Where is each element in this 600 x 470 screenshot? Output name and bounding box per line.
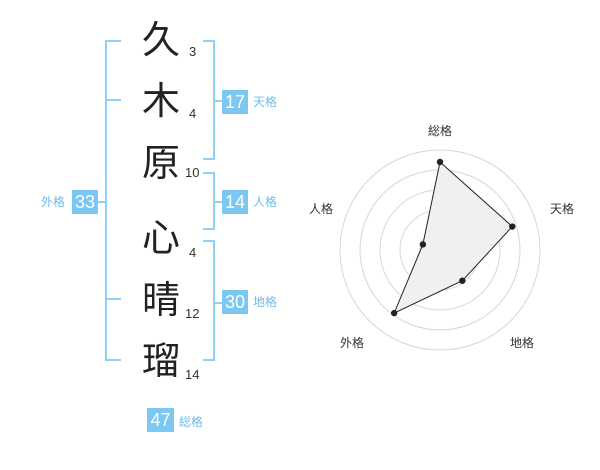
gaikaku-label: 外格 — [41, 195, 66, 209]
gaikaku-badge: 33 — [72, 190, 98, 214]
radar-axis-label-gaikaku: 外格 — [340, 336, 365, 350]
radar-axis-label-soukaku: 総格 — [428, 124, 453, 138]
jinkaku-badge: 14 — [222, 190, 248, 214]
jinkaku-label: 人格 — [253, 195, 278, 209]
tenkaku-badge: 17 — [222, 90, 248, 114]
chikaku-label: 地格 — [253, 295, 278, 309]
stroke-count-2: 4 — [189, 106, 197, 121]
name-char-2: 木 — [141, 79, 180, 123]
stroke-count-1: 3 — [189, 44, 197, 59]
stroke-count-4: 4 — [189, 245, 197, 260]
gaikaku-bracket — [105, 40, 107, 360]
radar-point-4 — [419, 241, 427, 248]
radar-point-0 — [436, 158, 444, 166]
stroke-count-5: 12 — [185, 306, 200, 321]
radar-point-2 — [459, 277, 466, 284]
chikaku-bracket — [213, 240, 215, 361]
name-char-1: 久 — [141, 18, 180, 62]
stroke-count-6: 14 — [185, 367, 200, 382]
soukaku-label: 総格 — [179, 415, 204, 429]
radar-point-3 — [390, 309, 398, 317]
radar-axis-label-jinkaku: 人格 — [309, 202, 334, 216]
radar-point-1 — [509, 223, 516, 230]
name-char-4: 心 — [141, 216, 180, 260]
name-char-3: 原 — [141, 141, 180, 185]
soukaku-badge: 47 — [147, 408, 174, 432]
radar-series-polygon — [393, 161, 513, 315]
chikaku-badge: 30 — [222, 290, 248, 314]
radar-axis-label-tenkaku: 天格 — [550, 202, 575, 216]
name-char-6: 瑠 — [141, 339, 180, 383]
radar-ring — [339, 149, 541, 351]
radar-axis-label-chikaku: 地格 — [510, 336, 535, 350]
tenkaku-label: 天格 — [253, 95, 278, 109]
stroke-count-3: 10 — [185, 165, 200, 180]
name-char-5: 晴 — [141, 278, 180, 322]
